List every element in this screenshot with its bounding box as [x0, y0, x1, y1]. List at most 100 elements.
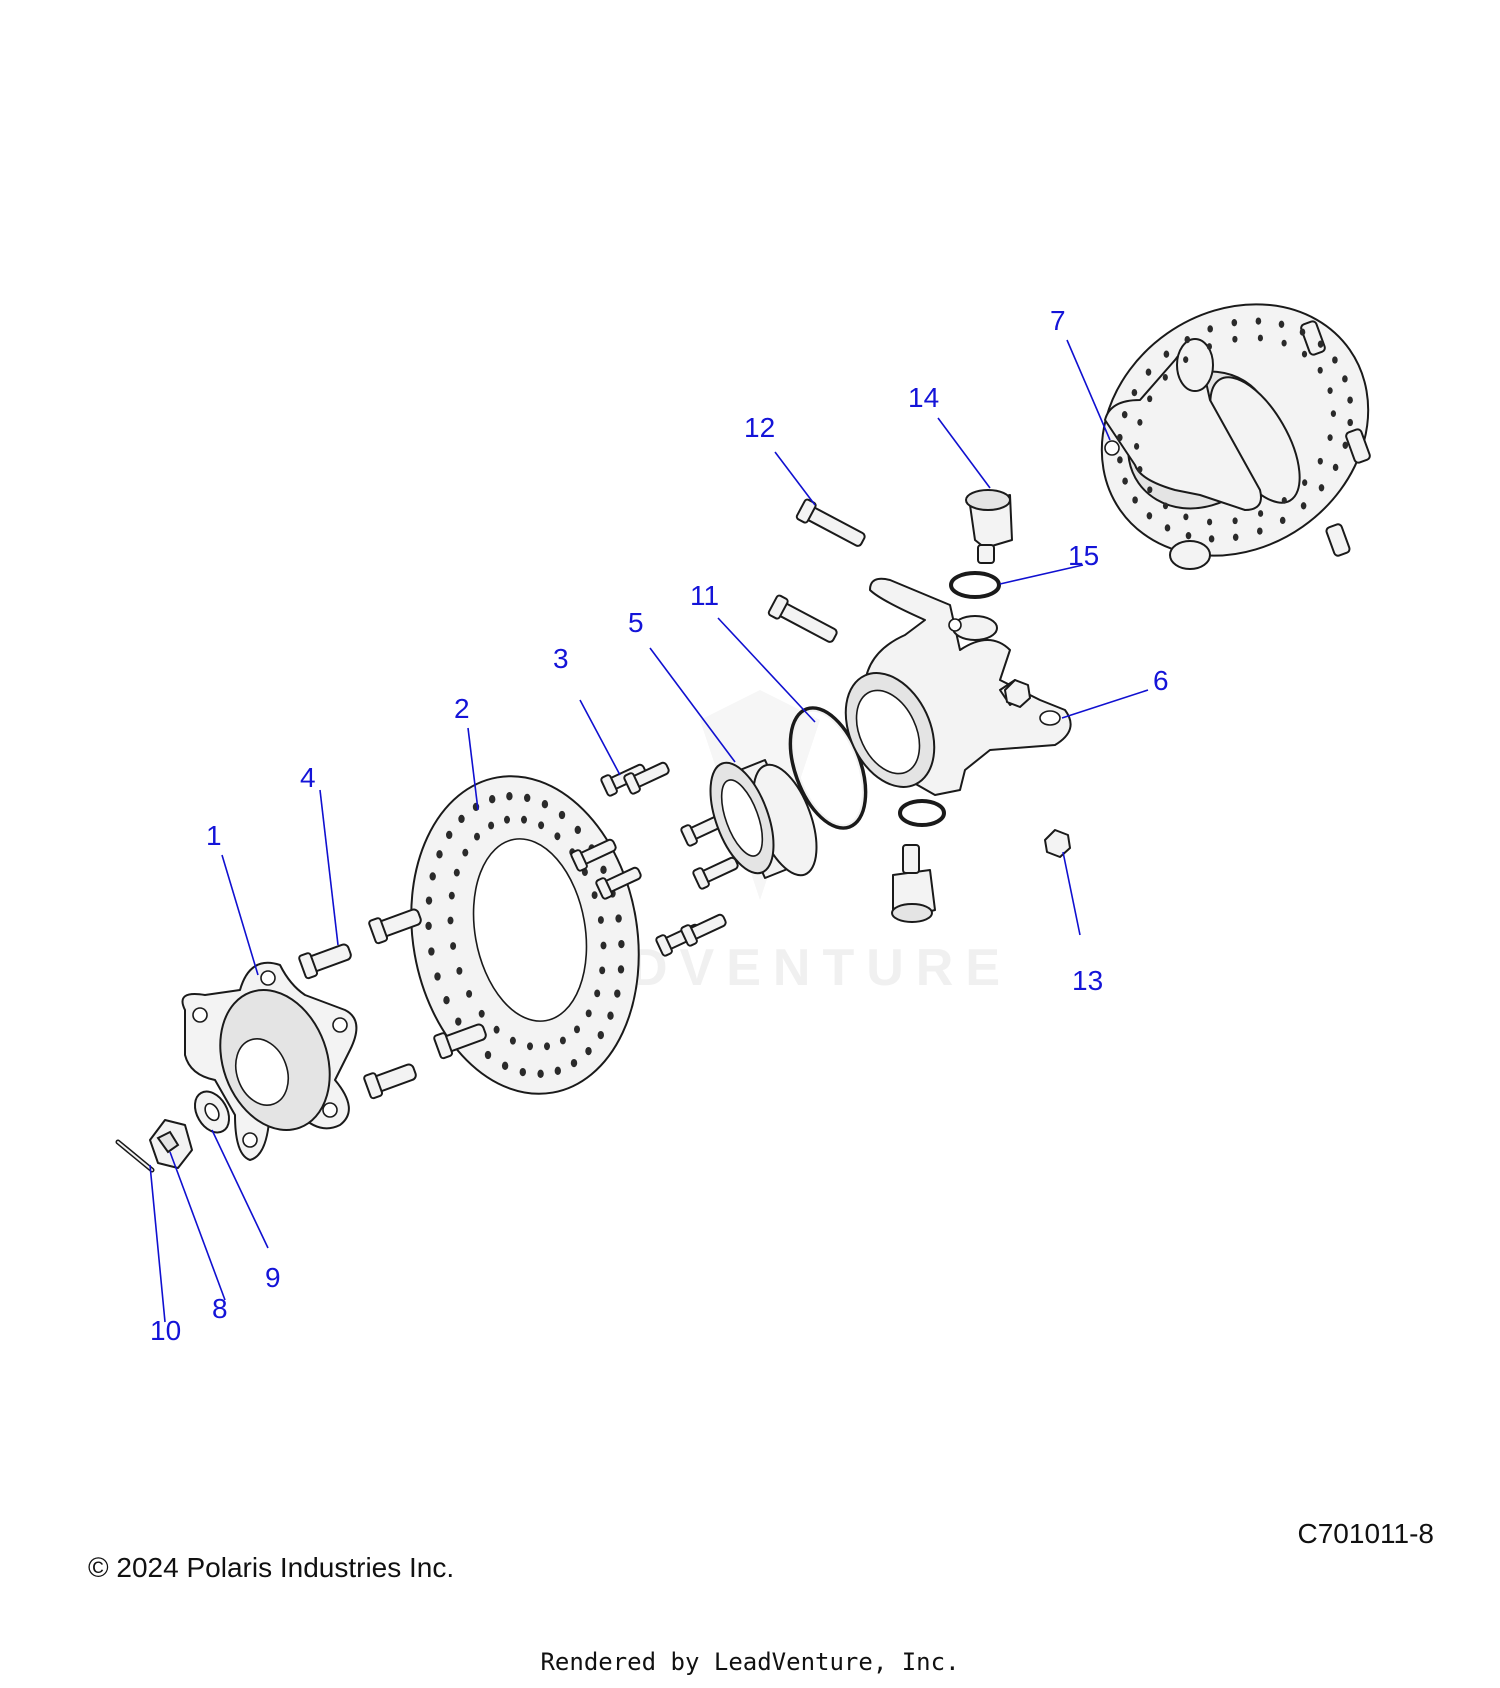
disc-vent-hole: [599, 966, 606, 975]
disc-vent-hole: [1207, 518, 1213, 526]
disc-vent-hole: [434, 972, 441, 981]
disc-vent-hole: [448, 891, 455, 900]
disc-vent-hole: [1301, 350, 1308, 358]
steering-knuckle: [767, 577, 1072, 796]
callout-2: 2: [454, 693, 470, 724]
disc-vent-hole: [425, 921, 432, 931]
disc-vent-hole: [585, 1046, 592, 1056]
callout-11: 11: [690, 580, 719, 611]
callout-10: 10: [150, 1315, 181, 1346]
cotter-pin: [115, 1139, 155, 1173]
disc-vent-hole: [453, 868, 460, 877]
disc-vent-hole: [554, 832, 561, 841]
assembled-knuckle: [1100, 303, 1371, 570]
disc-vent-hole: [458, 814, 465, 824]
pinch-bolt: [795, 498, 866, 547]
disc-vent-hole: [1327, 434, 1333, 441]
callout-15: 15: [1068, 540, 1099, 571]
disc-vent-hole: [541, 800, 549, 809]
castle-nut: [149, 1119, 193, 1169]
disc-vent-hole: [509, 1036, 516, 1045]
disc-vent-hole: [1122, 477, 1128, 485]
disc-vent-hole: [1208, 535, 1215, 543]
disc-vent-hole: [493, 1025, 500, 1034]
disc-vent-hole: [1327, 387, 1333, 394]
disc-vent-hole: [1317, 457, 1323, 465]
disc-vent-hole: [574, 1025, 580, 1034]
ball-joints: [891, 489, 1013, 923]
callout-1: 1: [206, 820, 222, 851]
disc-vent-hole: [501, 1061, 509, 1070]
callout-14: 14: [908, 382, 939, 413]
disc-vent-hole: [585, 1009, 592, 1018]
disc-vent-hole: [474, 832, 480, 841]
disc-vent-hole: [1258, 510, 1264, 517]
disc-vent-hole: [554, 1066, 561, 1075]
disc-vent-hole: [1206, 343, 1212, 350]
disc-vent-hole: [1147, 486, 1153, 494]
disc-vent-hole: [450, 942, 457, 950]
disc-vent-hole: [446, 830, 453, 840]
disc-vent-hole: [1332, 356, 1338, 364]
disc-vent-hole: [600, 865, 607, 874]
disc-vent-hole: [1183, 513, 1189, 521]
disc-vent-hole: [1146, 512, 1153, 520]
disc-vent-hole: [574, 825, 581, 835]
disc-vent-hole: [527, 1042, 533, 1051]
disc-vent-hole: [1279, 516, 1286, 525]
disc-vent-hole: [617, 965, 625, 974]
disc-vent-hole: [1257, 527, 1263, 535]
disc-vent-hole: [1299, 328, 1306, 336]
disc-vent-hole: [1347, 396, 1353, 404]
wheel-hub: [181, 961, 358, 1161]
rendered-by-notice: Rendered by LeadVenture, Inc.: [540, 1648, 960, 1676]
disc-vent-hole: [1162, 374, 1168, 381]
disc-vent-hole: [570, 1058, 578, 1068]
disc-vent-hole: [429, 872, 436, 881]
disc-vent-hole: [1117, 456, 1123, 464]
disc-vent-hole: [1131, 388, 1138, 397]
callout-9: 9: [265, 1262, 281, 1293]
disc-vent-hole: [1317, 366, 1323, 374]
disc-vent-hole: [1300, 502, 1307, 510]
callout-8: 8: [212, 1293, 228, 1324]
disc-vent-hole: [519, 1067, 526, 1077]
disc-vent-hole: [538, 821, 545, 830]
disc-vent-hole: [521, 815, 527, 824]
disc-vent-hole: [1330, 410, 1336, 417]
callout-12: 12: [744, 412, 775, 443]
disc-vent-hole: [1164, 524, 1171, 532]
disc-vent-hole: [478, 1009, 485, 1018]
figure-id: C701011-8: [1297, 1518, 1434, 1549]
disc-vent-hole: [1342, 441, 1349, 449]
retaining-rings: [898, 571, 1001, 827]
disc-bolts: [570, 761, 739, 957]
callout-labels: 1 2 3 4 5 6 7 8 9 10 11 12 13 14 15: [150, 305, 1169, 1346]
callout-6: 6: [1153, 665, 1169, 696]
callout-3: 3: [553, 643, 569, 674]
disc-vent-hole: [1281, 339, 1287, 347]
disc-vent-hole: [618, 939, 625, 949]
disc-vent-hole: [1302, 479, 1308, 486]
disc-vent-hole: [597, 1030, 604, 1040]
disc-vent-hole: [1137, 466, 1143, 473]
disc-vent-hole: [594, 989, 601, 998]
disc-vent-hole: [600, 941, 607, 950]
disc-vent-hole: [1318, 484, 1325, 492]
copyright-notice: © 2024 Polaris Industries Inc.: [88, 1552, 455, 1583]
disc-vent-hole: [1281, 497, 1287, 504]
disc-vent-hole: [456, 967, 463, 975]
disc-vent-hole: [1232, 517, 1238, 525]
disc-vent-hole: [1162, 502, 1169, 510]
lock-nut: [1004, 679, 1071, 858]
callout-7: 7: [1050, 305, 1066, 336]
disc-vent-hole: [607, 1011, 614, 1020]
disc-vent-hole: [504, 815, 510, 824]
disc-vent-hole: [1317, 340, 1324, 348]
disc-vent-hole: [524, 793, 531, 803]
leader-lines: [149, 339, 1149, 1323]
disc-vent-hole: [591, 891, 598, 899]
disc-vent-hole: [506, 792, 513, 801]
disc-vent-hole: [488, 821, 495, 830]
